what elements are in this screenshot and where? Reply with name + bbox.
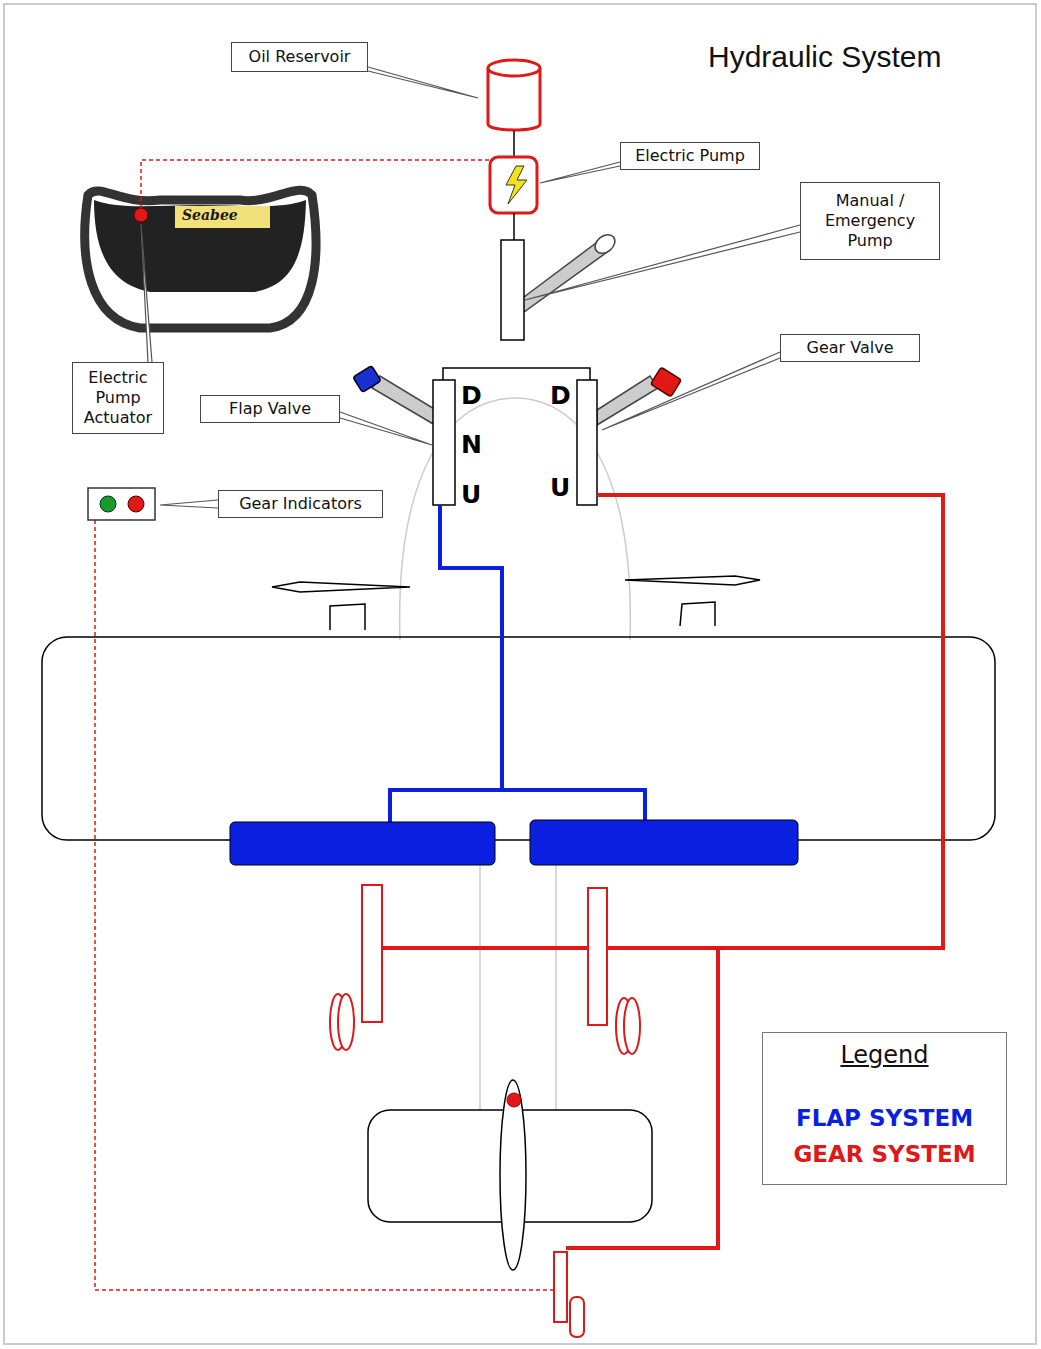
valve-position: N: [461, 430, 482, 459]
valve-position: D: [461, 381, 482, 410]
callout-text: Manual / Emergency Pump: [807, 191, 933, 251]
lightning-symbol: [506, 166, 527, 204]
callout-text: Flap Valve: [229, 399, 311, 419]
pump-wire: [141, 160, 490, 208]
legend-box: LegendFLAP SYSTEM GEAR SYSTEM: [762, 1032, 1007, 1185]
valve-position: D: [550, 381, 571, 410]
callout-box: Oil Reservoir: [231, 42, 368, 72]
legend-entry: GEAR SYSTEM: [763, 1141, 1006, 1167]
electric-pump: [490, 157, 537, 213]
page-border: [4, 4, 1036, 1344]
valve-position: U: [461, 480, 481, 509]
tail-light: [507, 1093, 521, 1107]
valve-position: U: [550, 473, 570, 502]
callout-box: Electric Pump: [620, 142, 760, 170]
callout-box: Manual / Emergency Pump: [800, 182, 940, 260]
oil-reservoir: [488, 60, 540, 130]
flap-line: [390, 505, 645, 822]
callout-box: Gear Indicators: [218, 490, 383, 518]
callout-box: Gear Valve: [780, 334, 920, 362]
landing-gear: [330, 885, 640, 1337]
manual-pump: [501, 231, 619, 340]
legend-entry: FLAP SYSTEM: [763, 1105, 1006, 1131]
callout-box: Flap Valve: [200, 395, 340, 423]
callout-text: Electric Pump Actuator: [79, 368, 157, 428]
callout-text: Electric Pump: [635, 146, 745, 166]
gear-indicator-panel: [88, 488, 155, 520]
right-flap: [530, 820, 798, 865]
callout-text: Gear Valve: [807, 338, 894, 358]
indicator-wire: [95, 520, 555, 1290]
callout-text: Oil Reservoir: [249, 47, 351, 67]
left-flap: [230, 822, 495, 865]
leader-lines: [141, 67, 800, 508]
control-yoke: [85, 190, 316, 328]
diagram-title: Hydraulic System: [708, 40, 941, 74]
callout-box: Electric Pump Actuator: [72, 362, 164, 434]
callout-text: Gear Indicators: [239, 494, 362, 514]
name-logo: Seabee: [182, 207, 238, 223]
legend-heading: Legend: [763, 1041, 1006, 1069]
